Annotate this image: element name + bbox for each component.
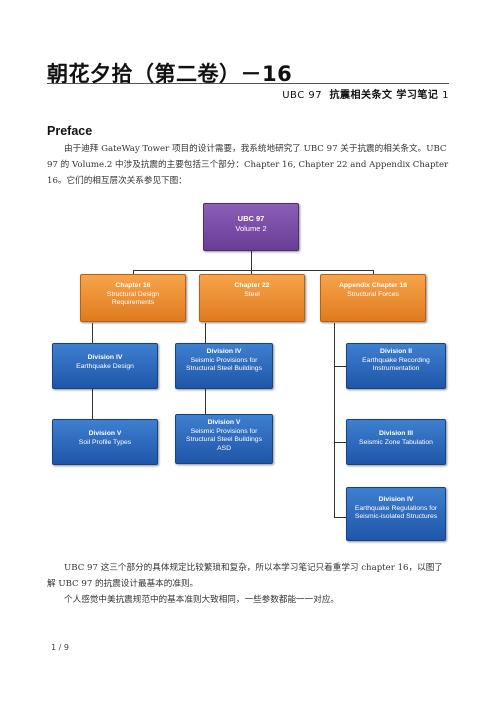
connector-branch3: [373, 270, 374, 274]
subtitle-bold: 抗震相关条文 学习笔记: [329, 90, 439, 101]
org-node-title: Division IV: [87, 354, 123, 361]
subtitle-prefix: UBC 97: [282, 90, 323, 101]
org-node-sub: Earthquake Regulations for Seismic-isola…: [354, 504, 438, 521]
org-node-chapter16: Chapter 16 Structural Design Requirement…: [80, 274, 186, 322]
org-node-sub: Seismic Provisions for Structural Steel …: [186, 356, 262, 373]
org-node-sub: Seismic Provisions for Structural Steel …: [186, 427, 262, 452]
org-node-title: Chapter 22: [234, 282, 270, 289]
document-subtitle: UBC 97 抗震相关条文 学习笔记 1: [282, 86, 449, 101]
org-node-app16-division4: Division IV Earthquake Regulations for S…: [346, 487, 446, 541]
org-node-chapter22: Chapter 22 Steel: [199, 274, 305, 322]
org-node-app16-division3: Division III Seismic Zone Tabulation: [346, 419, 446, 465]
subtitle-suffix: 1: [442, 90, 449, 101]
org-node-appendix16: Appendix Chapter 16 Structural Forces: [320, 274, 426, 322]
org-node-ch16-division5: Division V Soil Profile Types: [52, 419, 158, 465]
org-node-title: Division II: [379, 348, 413, 355]
org-node-sub: Soil Profile Types: [78, 438, 132, 446]
section-heading-preface: Preface: [47, 124, 93, 138]
org-node-ch16-division4: Division IV Earthquake Design: [52, 343, 158, 389]
document-title: 朝花夕拾（第二卷）－16: [47, 62, 293, 86]
org-node-sub: Seismic Zone Tabulation: [359, 438, 433, 446]
org-node-title: Division V: [207, 419, 241, 426]
org-node-sub: Steel: [244, 290, 260, 298]
connector-root-down: [251, 251, 252, 271]
connector-col3-child1: [334, 366, 346, 367]
org-node-title: Division IV: [206, 348, 242, 355]
org-node-root: UBC 97 Volume 2: [203, 203, 299, 251]
connector-col3-vertical: [334, 323, 335, 518]
connector-col3-child3: [334, 517, 346, 518]
org-node-title: UBC 97: [237, 214, 265, 223]
org-node-title: Division V: [88, 430, 122, 437]
org-node-ch22-division5: Division V Seismic Provisions for Struct…: [175, 414, 273, 464]
org-node-title: Appendix Chapter 16: [339, 282, 407, 289]
title-divider: [47, 83, 449, 84]
paragraph-comparison: 个人感觉中美抗震规范中的基本准则大致相同，一些参数都能一一对应。: [64, 595, 340, 605]
connector-col3-child2: [334, 442, 346, 443]
intro-paragraph: 由于迪拜 GateWay Tower 项目的设计需要，我系统地研究了 UBC 9…: [47, 144, 449, 186]
org-node-sub: Volume 2: [235, 223, 267, 233]
connector-branch2: [251, 270, 252, 274]
org-node-title: Chapter 16: [115, 282, 151, 289]
org-node-title: Division III: [379, 430, 413, 437]
org-node-sub: Earthquake Recording Instrumentation: [362, 356, 430, 373]
connector-branch1: [133, 270, 134, 274]
org-node-sub: Structural Forces: [347, 290, 399, 298]
page-number: 1 / 9: [51, 643, 69, 652]
connector-branch-bar: [133, 270, 374, 271]
org-node-sub: Earthquake Design: [76, 362, 134, 370]
org-node-app16-division2: Division II Earthquake Recording Instrum…: [346, 343, 446, 389]
org-node-sub: Structural Design Requirements: [106, 290, 160, 307]
paragraph-scope: UBC 97 这三个部分的具体规定比较繁琐和复杂，所以本学习笔记只着重学习 ch…: [47, 563, 443, 589]
org-node-title: Division IV: [378, 496, 414, 503]
org-node-ch22-division4: Division IV Seismic Provisions for Struc…: [175, 343, 273, 389]
